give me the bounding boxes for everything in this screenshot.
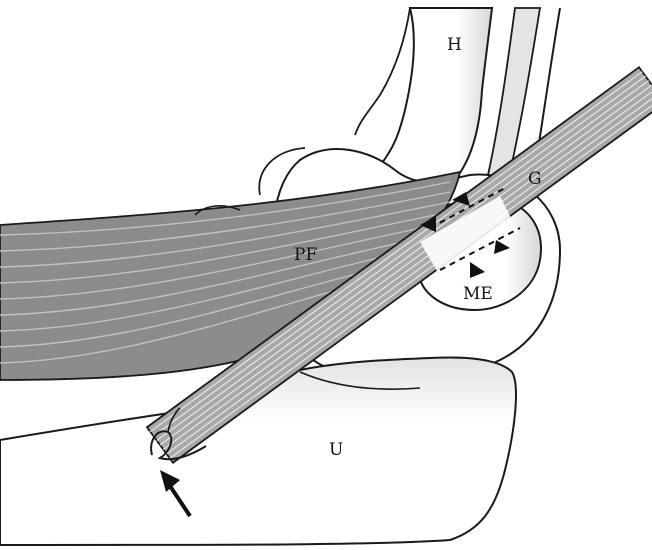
label-medial-epicondyle: ME [463, 284, 493, 304]
label-humerus: H [447, 35, 462, 55]
label-graft: G [528, 169, 542, 189]
label-ulna: U [329, 440, 343, 460]
label-pronator-flexor: PF [294, 245, 317, 265]
